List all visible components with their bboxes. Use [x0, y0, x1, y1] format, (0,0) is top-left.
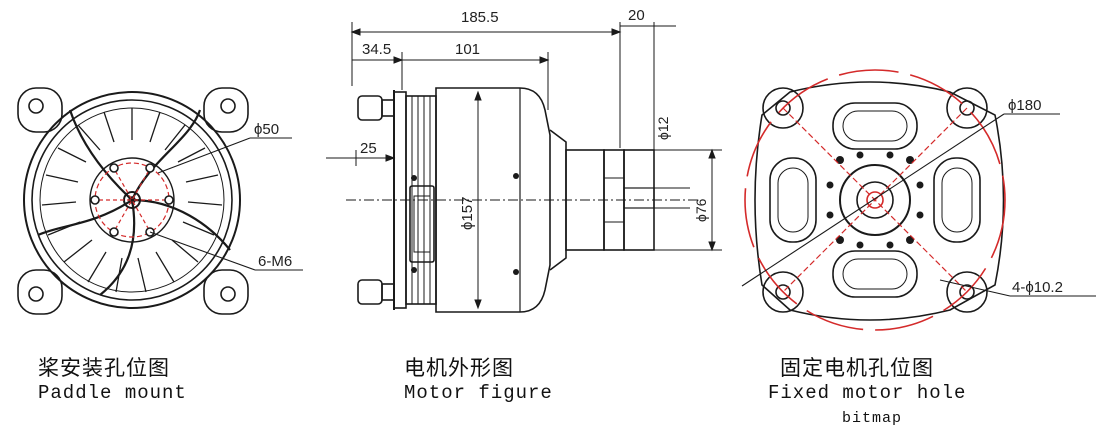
- motor-shaft: [623, 187, 655, 209]
- paddle-mount-lugs: [17, 87, 249, 315]
- fixed-callout-circle: [741, 113, 1060, 287]
- motor-body: [435, 87, 551, 313]
- motor-figure-view: [357, 87, 655, 313]
- dim-body-diameter: ϕ157: [459, 197, 476, 230]
- fixed-hole-view: [754, 81, 1005, 321]
- dim-body-length: 101: [455, 41, 480, 58]
- paddle-callout-holes-label: 6-M6: [258, 253, 292, 270]
- motor-connector: [409, 185, 435, 263]
- dim-shaft-length: 20: [628, 7, 645, 24]
- paddle-blades: [37, 109, 231, 296]
- motor-caption-cn: 电机外形图: [404, 356, 514, 380]
- dim-base-length: 34.5: [362, 41, 391, 58]
- fixed-body-outline: [754, 81, 1005, 321]
- dim-flange-length: 25: [360, 140, 377, 157]
- dim-shaft-diameter: ϕ12: [655, 116, 671, 140]
- fixed-center-hub: [839, 164, 911, 236]
- paddle-callout-diameter-label: ϕ50: [254, 121, 279, 138]
- fixed-callout-holes: [939, 279, 1096, 297]
- motor-caption-en: Motor figure: [404, 382, 553, 404]
- motor-dimension-lines: [326, 22, 722, 310]
- fixed-caption-en-line1: Fixed motor hole: [768, 382, 967, 404]
- fixed-callout-holes-label: 4-ϕ10.2: [1012, 279, 1063, 296]
- paddle-callout-diameter: [157, 137, 292, 174]
- paddle-callout-holes: [149, 231, 303, 271]
- fixed-vent-windows: [769, 102, 981, 298]
- paddle-outer-ring: [23, 91, 241, 309]
- paddle-bolt-holes: [90, 163, 174, 237]
- paddle-mount-view: [17, 87, 249, 315]
- fixed-callout-circle-label: ϕ180: [1008, 97, 1041, 114]
- paddle-caption-en: Paddle mount: [38, 382, 187, 404]
- dim-overall-length: 185.5: [461, 9, 499, 26]
- dim-hub-diameter: ϕ76: [693, 198, 709, 222]
- fixed-bolt-circle: [744, 69, 1006, 331]
- paddle-caption-cn: 桨安装孔位图: [38, 356, 170, 380]
- paddle-inner-ring: [31, 99, 233, 301]
- fixed-caption-en-line2: bitmap: [842, 410, 903, 427]
- fixed-caption-cn: 固定电机孔位图: [780, 356, 934, 380]
- paddle-cooling-fins: [41, 108, 223, 293]
